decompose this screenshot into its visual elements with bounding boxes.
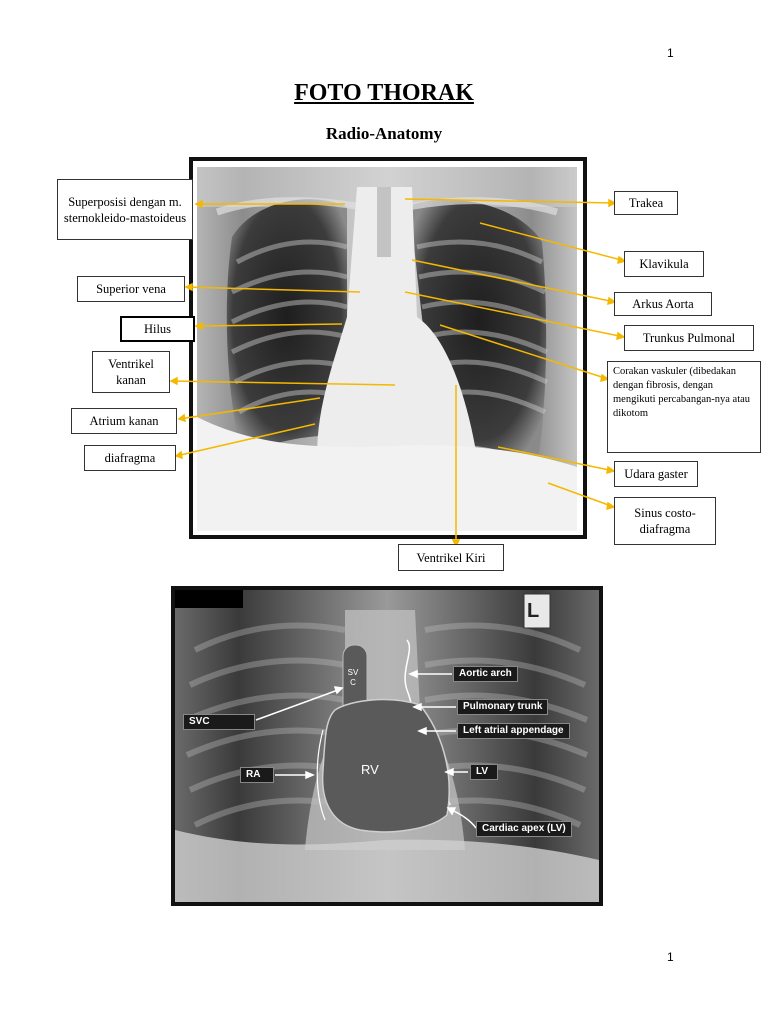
label-ra: RA <box>240 767 274 783</box>
label-sinus-costo-diafragma: Sinus costo-diafragma <box>614 497 716 545</box>
page-subtitle: Radio-Anatomy <box>325 124 443 143</box>
side-marker-label: L <box>527 600 540 622</box>
label-corakan-vaskuler: Corakan vaskuler (dibedakan dengan fibro… <box>607 361 761 453</box>
page-number-top: 1 <box>667 46 674 60</box>
label-hilus: Hilus <box>120 316 195 342</box>
page-number-bottom: 1 <box>667 950 674 964</box>
label-pulmonary-trunk: Pulmonary trunk <box>457 699 549 715</box>
chest-xray-image-1 <box>197 167 577 531</box>
heart-rv-label: RV <box>361 762 379 777</box>
label-klavikula: Klavikula <box>624 251 704 277</box>
label-superposisi: Superposisi dengan m. sternokleido-masto… <box>57 179 193 240</box>
label-udara-gaster: Udara gaster <box>614 461 698 487</box>
label-left-atrial-appendage: Left atrial appendage <box>457 723 570 739</box>
svc-vertical-label: SVC <box>347 668 359 687</box>
label-cardiac-apex: Cardiac apex (LV) <box>476 821 572 837</box>
label-trunkus-pulmonal: Trunkus Pulmonal <box>624 325 754 351</box>
page-title: FOTO THORAK <box>294 80 474 106</box>
chest-xray-image-2 <box>175 590 599 902</box>
label-atrium-kanan: Atrium kanan <box>71 408 177 434</box>
label-aortic-arch: Aortic arch <box>453 666 518 682</box>
label-trakea: Trakea <box>614 191 678 215</box>
side-marker-l-icon <box>523 593 551 629</box>
label-diafragma: diafragma <box>84 445 176 471</box>
label-ventrikel-kanan: Ventrikel kanan <box>92 351 170 393</box>
label-superior-vena: Superior vena <box>77 276 185 302</box>
label-svc: SVC <box>183 714 255 730</box>
label-ventrikel-kiri: Ventrikel Kiri <box>398 544 504 571</box>
label-arkus-aorta: Arkus Aorta <box>614 292 712 316</box>
label-lv: LV <box>470 764 498 780</box>
